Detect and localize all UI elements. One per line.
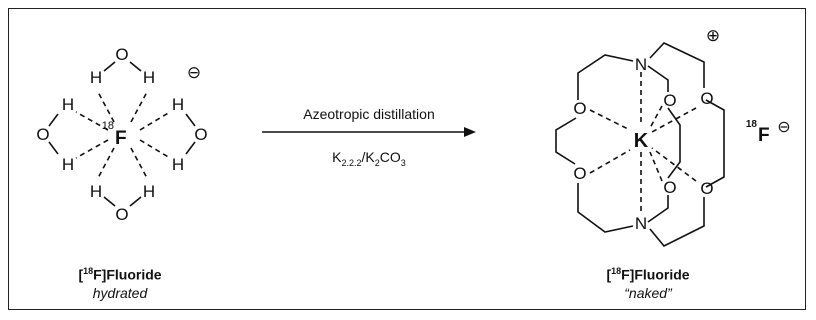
cryptand-nitrogen-top: N bbox=[635, 55, 647, 74]
cryptand-oxygen-1: O bbox=[573, 99, 586, 118]
water-top-oxygen: O bbox=[115, 45, 128, 64]
water-right-hydrogen-bottom: H bbox=[172, 155, 184, 174]
cryptand-oxygen-2: O bbox=[573, 164, 586, 183]
reaction-condition-bottom: K2.2.2/K2CO3 bbox=[332, 149, 406, 168]
right-caption-state: “naked” bbox=[624, 284, 672, 301]
coordination-bonds bbox=[589, 72, 697, 214]
water-right-oxygen: O bbox=[194, 125, 207, 144]
bridge-right-ether bbox=[705, 99, 725, 188]
reaction-arrow bbox=[262, 127, 476, 137]
water-top bbox=[103, 61, 142, 72]
bridge-left-ether bbox=[555, 117, 577, 165]
bridge-bottom-right bbox=[649, 197, 705, 248]
fluoride-atom: F bbox=[115, 128, 127, 149]
water-bottom bbox=[103, 196, 142, 207]
left-caption-title: [18F]Fluoride bbox=[78, 266, 162, 283]
cryptand-nitrogen-bottom: N bbox=[635, 214, 647, 233]
bridge-middle-ether bbox=[667, 107, 681, 179]
cryptand-oxygen-4: O bbox=[663, 178, 676, 197]
counterion-charge-symbol: ⊖ bbox=[777, 119, 790, 136]
hydrogen-bonds bbox=[75, 91, 171, 179]
cryptand-k222-structure: N N O O O O O O K ⊕ 18 F ⊖ bbox=[555, 26, 791, 248]
right-caption: [18F]Fluoride “naked” bbox=[568, 262, 728, 302]
cryptand-oxygen-5: O bbox=[700, 89, 713, 108]
fluoride-charge-symbol: ⊖ bbox=[187, 63, 201, 82]
water-top-hydrogen-left: H bbox=[90, 68, 102, 87]
counterion-fluoride-atom: F bbox=[758, 125, 770, 146]
water-bottom-hydrogen-right: H bbox=[143, 182, 155, 201]
left-caption: [18F]Fluoride hydrated bbox=[40, 262, 200, 302]
counterion-mass-number: 18 bbox=[746, 119, 758, 130]
fluoride-mass-number: 18 bbox=[102, 120, 114, 132]
cryptand-oxygen-6: O bbox=[700, 179, 713, 198]
bridge-middle-bottom bbox=[647, 195, 669, 223]
water-right-hydrogen-top: H bbox=[172, 95, 184, 114]
water-left-hydrogen-bottom: H bbox=[62, 155, 74, 174]
left-caption-state: hydrated bbox=[92, 284, 148, 301]
water-right bbox=[185, 113, 196, 155]
bridge-top-right bbox=[649, 42, 705, 88]
water-top-hydrogen-right: H bbox=[143, 68, 155, 87]
water-bottom-oxygen: O bbox=[115, 205, 128, 224]
water-bottom-hydrogen-left: H bbox=[90, 182, 102, 201]
water-left bbox=[48, 113, 59, 155]
figure-frame bbox=[8, 8, 806, 310]
cryptand-oxygen-3: O bbox=[663, 91, 676, 110]
water-left-hydrogen-top: H bbox=[62, 95, 74, 114]
bridge-bottom-left bbox=[577, 183, 634, 233]
bridge-top-left bbox=[577, 54, 634, 100]
right-caption-title: [18F]Fluoride bbox=[606, 266, 690, 283]
cryptand-charge-symbol: ⊕ bbox=[706, 26, 720, 45]
reaction-condition-top: Azeotropic distillation bbox=[303, 106, 435, 122]
bridge-middle-top bbox=[647, 65, 669, 92]
potassium-atom: K bbox=[634, 130, 649, 152]
water-left-oxygen: O bbox=[36, 125, 49, 144]
hydrated-fluoride-structure: O H H H O H H O H H H O 18 F ⊖ bbox=[36, 45, 207, 224]
